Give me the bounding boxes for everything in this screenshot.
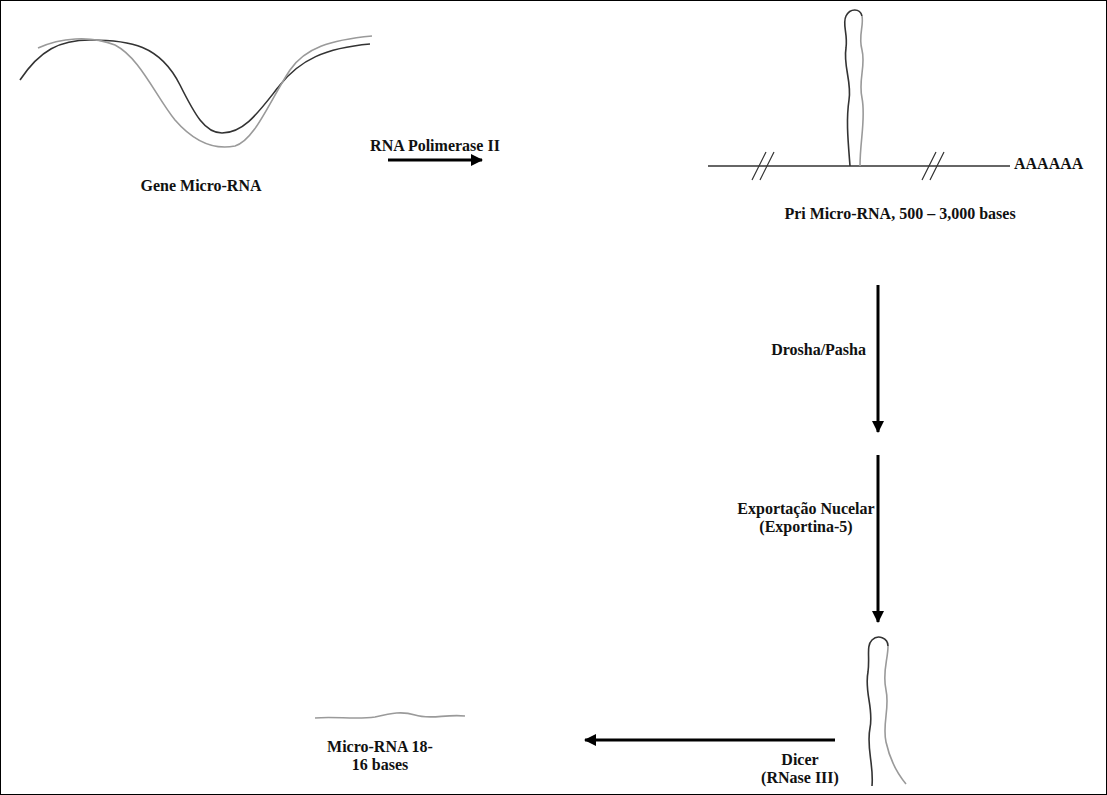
stage-label: Micro-RNA 18-16 bases — [324, 738, 436, 774]
process-arrow — [877, 455, 880, 622]
pre-hairpin-dark — [867, 637, 888, 786]
process-arrow — [388, 159, 482, 162]
stage-group: Pri Micro-RNA, 500 – 3,000 bases — [482, 20, 1092, 235]
polya-tail: AAAAAA — [1014, 155, 1083, 173]
step-label: Drosha/Pasha — [736, 341, 866, 359]
process-arrow — [877, 285, 880, 432]
stage-label: Gene Micro-RNA — [141, 177, 262, 195]
step-label: Dicer (RNase III) — [756, 751, 844, 786]
hairpin-dark — [845, 10, 862, 166]
process-arrow — [585, 739, 835, 742]
break-mark — [922, 152, 944, 180]
hairpin-gray — [860, 16, 863, 166]
stage-group: Gene Micro-RNA — [15, 25, 388, 215]
step-label: Exportação Nucelar (Exportina-5) — [731, 500, 881, 535]
pre-hairpin-gray — [885, 646, 906, 784]
gene-strand-dark — [20, 40, 370, 133]
gene-strand-gray — [38, 36, 372, 147]
mirna-strand — [315, 713, 465, 718]
pri-strand — [708, 165, 1010, 166]
break-mark — [752, 152, 774, 180]
stage-label: Pri Micro-RNA, 500 – 3,000 bases — [784, 205, 1015, 223]
stage-group: Micro-RNA 18-16 bases — [300, 690, 470, 788]
enzyme-label: RNA Polimerase II — [370, 137, 500, 155]
